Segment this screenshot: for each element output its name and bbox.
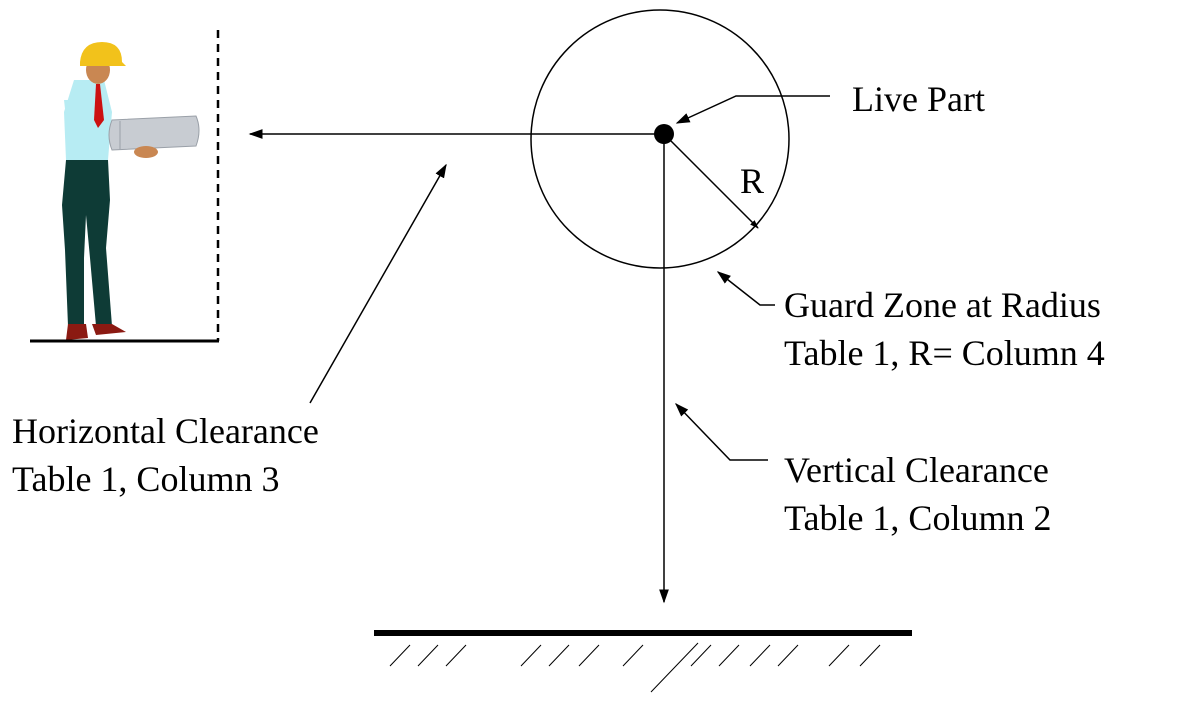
live-part-label: Live Part <box>852 79 985 119</box>
guard-zone-circle <box>530 9 790 269</box>
worker-trousers <box>62 160 112 326</box>
guard-zone-label-line1: Guard Zone at Radius <box>784 285 1101 325</box>
rolled-drawings <box>108 115 200 151</box>
vertical-clearance-leader <box>675 402 768 461</box>
live-part-leader <box>675 95 830 124</box>
worker-figure <box>62 42 200 340</box>
horizontal-clearance-label-line2: Table 1, Column 3 <box>12 459 280 499</box>
worker-arm <box>64 100 100 158</box>
worker-shoes <box>66 324 126 340</box>
guard-zone-leader <box>716 271 775 306</box>
hard-hat-icon <box>80 42 126 66</box>
vertical-clearance-label-line1: Vertical Clearance <box>784 450 1049 490</box>
worker-tie <box>94 84 104 128</box>
radius-line <box>663 133 759 229</box>
horizontal-clearance-leader <box>309 163 447 404</box>
guard-zone-label-line2: Table 1, R= Column 4 <box>784 333 1105 373</box>
vertical-clearance-label-line2: Table 1, Column 2 <box>784 498 1052 538</box>
worker-hand <box>134 146 158 158</box>
horizontal-clearance-label-line1: Horizontal Clearance <box>12 411 319 451</box>
radius-label: R <box>740 161 765 201</box>
ground-hatching <box>389 642 881 693</box>
